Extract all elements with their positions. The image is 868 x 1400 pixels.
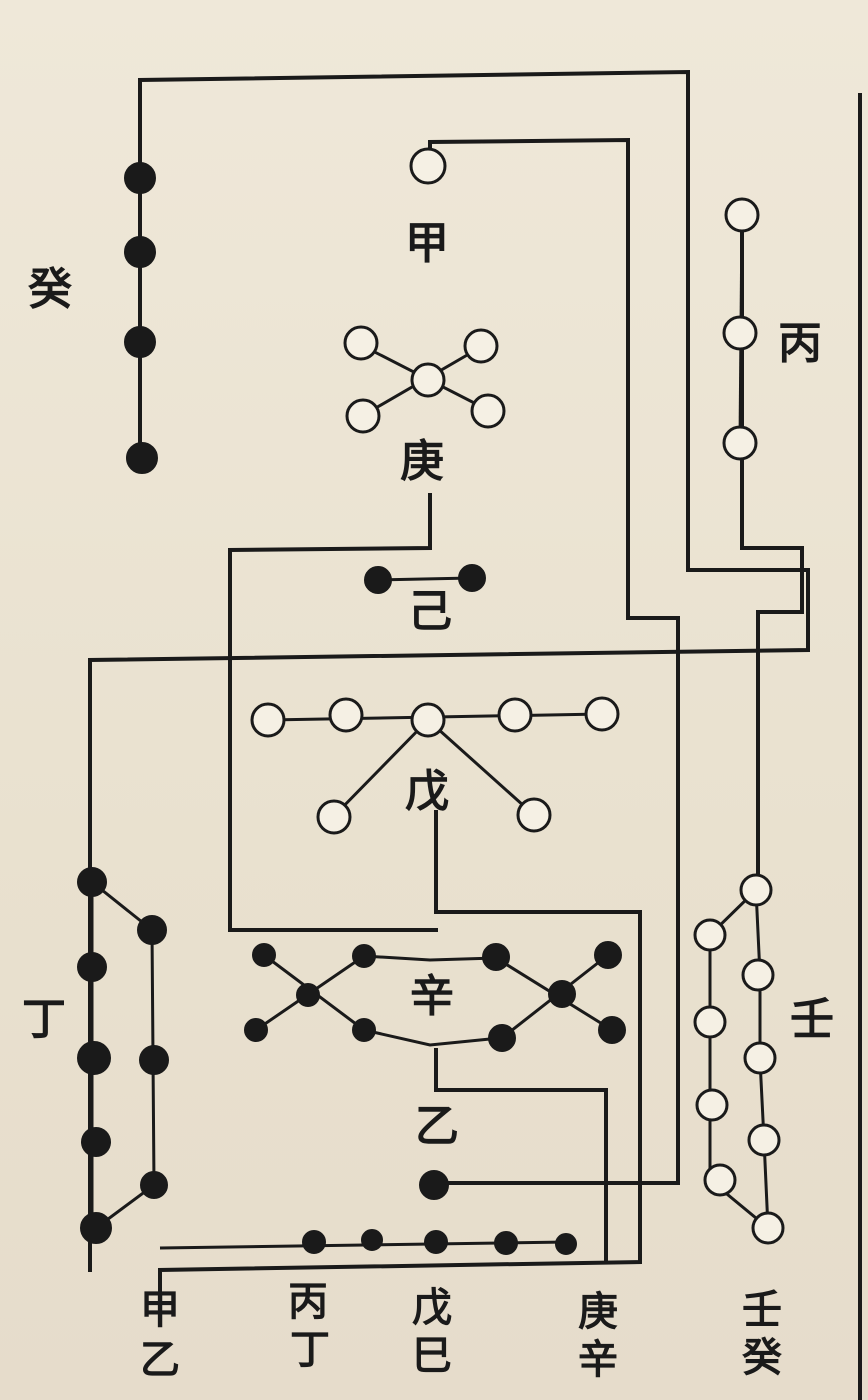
bottom-label-5-top: 壬	[742, 1286, 782, 1333]
connector-jia	[428, 137, 680, 1185]
connector-outer	[88, 69, 810, 1272]
connector-bing	[740, 213, 804, 890]
label-yi: 乙	[415, 1101, 459, 1152]
ding-dots	[77, 867, 169, 1244]
xin-dots	[244, 941, 626, 1052]
ji-dots	[364, 564, 486, 594]
ren-dots	[693, 873, 785, 1245]
bottom-label-2-bottom: 丁	[290, 1326, 330, 1373]
label-ren: 壬	[790, 994, 834, 1045]
bottom-label-3-bottom: 巳	[412, 1332, 452, 1379]
label-jia: 甲	[405, 218, 449, 269]
geng-dots	[343, 325, 506, 434]
bottom-dots	[302, 1229, 577, 1255]
bottom-label-4-top: 庚	[578, 1288, 618, 1335]
bing-dots	[722, 197, 760, 461]
bottom-label-4-bottom: 辛	[578, 1336, 618, 1383]
label-bing: 丙	[778, 318, 822, 369]
label-ding: 丁	[22, 994, 66, 1045]
bottom-label-2-top: 丙	[288, 1278, 328, 1325]
yi-dot	[419, 1170, 449, 1200]
label-wu: 戊	[405, 766, 449, 817]
bottom-label-5-bottom: 癸	[742, 1334, 782, 1381]
label-xin: 辛	[410, 971, 454, 1022]
connector-wu	[158, 810, 642, 1297]
wu-dots	[250, 696, 620, 835]
bottom-label-1-bottom: 乙	[140, 1336, 180, 1383]
label-ji: 己	[408, 586, 452, 637]
label-geng: 庚	[400, 436, 444, 487]
connector-yi	[434, 1048, 608, 1264]
bottom-label-3-top: 戊	[412, 1284, 452, 1331]
bottom-label-1-top: 甲	[140, 1286, 180, 1333]
connector-ji	[228, 493, 438, 932]
gui-dots	[124, 162, 158, 474]
jia-dot	[409, 147, 447, 185]
label-gui: 癸	[28, 264, 72, 315]
